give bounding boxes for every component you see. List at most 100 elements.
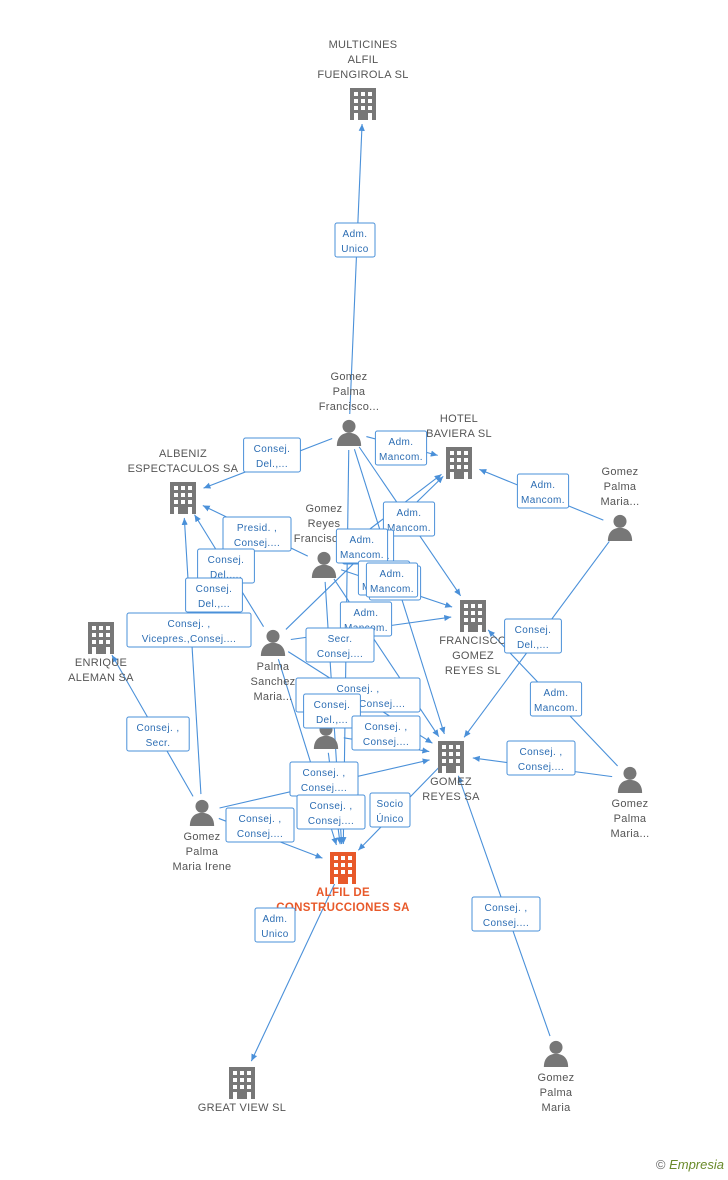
company-node-greatview[interactable]: GREAT VIEW SL xyxy=(198,1067,286,1114)
edge-label[interactable]: Consej. Del.,... xyxy=(185,577,243,613)
edge-label[interactable]: Consej. , Consej.... xyxy=(296,794,366,830)
edge-label[interactable]: Adm.Mancom. xyxy=(335,528,389,564)
edge-label-box xyxy=(185,577,243,613)
edge-label-text: Adm. xyxy=(343,229,368,240)
edge-label-text: Secr. xyxy=(328,634,353,645)
node-label: GOMEZ xyxy=(430,776,472,788)
edge-label[interactable]: Consej.Del.,... xyxy=(303,693,361,729)
edge-label-text: Mancom. xyxy=(521,495,565,506)
edge-label-text: Consej. xyxy=(208,555,245,566)
building-icon xyxy=(88,622,114,654)
footer: © Empresia xyxy=(656,1157,724,1172)
edge-label[interactable]: Adm.Unico xyxy=(334,222,376,258)
building-icon xyxy=(229,1067,255,1099)
edge-label-text: Consej. xyxy=(515,625,552,636)
building-icon xyxy=(446,447,472,479)
edge-label-text: Adm. xyxy=(389,437,414,448)
edge-label-text: Consej. xyxy=(196,584,233,595)
edge-label-text: Consej.... xyxy=(234,538,280,549)
edge-label-text: Socio xyxy=(376,799,403,810)
node-label: ALBENIZ xyxy=(159,448,207,460)
edge-label-text: Consej. , xyxy=(519,747,562,758)
person-node-p_gpmaria_r[interactable]: GomezPalmaMaria... xyxy=(610,766,649,840)
node-label: Reyes xyxy=(308,518,341,530)
edge-label[interactable]: Adm.Mancom. xyxy=(382,501,436,537)
node-label: ALFIL xyxy=(348,54,379,66)
node-label: Palma xyxy=(257,661,290,673)
edge-label-box xyxy=(369,792,411,828)
edge-label[interactable]: Adm.Mancom. xyxy=(365,562,419,598)
relation-edge-p_gpfrancisco-multicines xyxy=(349,123,365,415)
edge-label-box xyxy=(243,437,301,473)
edge-label[interactable]: Consej. ,Consej.... xyxy=(351,715,421,751)
edge-label-text: Mancom. xyxy=(370,584,414,595)
node-label: ALEMAN SA xyxy=(68,672,134,684)
building-icon xyxy=(170,482,196,514)
edge-label-box xyxy=(529,681,583,717)
person-node-p_palmasanchez[interactable]: PalmaSanchezMaria... xyxy=(251,629,296,703)
edge-label[interactable]: Consej. ,Consej.... xyxy=(506,740,576,776)
company-node-enrique[interactable]: ENRIQUE ALEMAN SA xyxy=(68,622,134,684)
person-node-p_gpfrancisco[interactable]: GomezPalmaFrancisco... xyxy=(319,371,379,446)
edge-label[interactable]: Adm.Mancom. xyxy=(516,473,570,509)
edge-label[interactable]: Consej.Del.,... xyxy=(243,437,301,473)
person-node-p_gpmaria_tr[interactable]: GomezPalmaMaria... xyxy=(600,466,639,541)
building-icon xyxy=(460,600,486,632)
edge-label-text: Consej.... xyxy=(237,829,283,840)
node-label: Gomez xyxy=(184,831,221,843)
company-node-multicines[interactable]: MULTICINES ALFIL FUENGIROLA SL xyxy=(317,39,408,120)
edge-label[interactable]: Consej. ,Consej.... xyxy=(225,807,295,843)
edge-label-text: Consej.... xyxy=(308,816,354,827)
edge-label-text: Adm. xyxy=(397,508,422,519)
node-label: Gomez xyxy=(538,1072,575,1084)
edge-label-box xyxy=(126,716,190,752)
brand-logo[interactable]: Empresia xyxy=(669,1157,724,1172)
node-label: Palma xyxy=(333,386,366,398)
node-label: Gomez xyxy=(612,798,649,810)
edge-label[interactable]: Consej. ,Vicepres.,Consej.... xyxy=(126,612,252,648)
node-label: ALFIL DE xyxy=(316,887,370,899)
edge-label[interactable]: Consej. ,Consej.... xyxy=(471,896,541,932)
node-label: MULTICINES xyxy=(329,39,398,51)
node-label: ESPECTACULOS SA xyxy=(128,463,239,475)
edge-label[interactable]: Consej. ,Secr. xyxy=(126,716,190,752)
company-node-albeniz[interactable]: ALBENIZ ESPECTACULOS SA xyxy=(128,448,239,514)
edge-label[interactable]: Presid. ,Consej.... xyxy=(222,516,292,552)
edge-label[interactable]: Adm.Mancom. xyxy=(374,430,428,466)
edge-label-text: Único xyxy=(376,812,404,825)
edge-label-box xyxy=(351,715,421,751)
edge-label-text: Del.,... xyxy=(198,599,230,610)
copyright-symbol: © xyxy=(655,1157,666,1172)
node-label: Maria... xyxy=(253,691,292,703)
node-label: Gomez xyxy=(306,503,343,515)
edge-label-box xyxy=(303,693,361,729)
node-label: ENRIQUE xyxy=(75,657,127,669)
building-icon xyxy=(350,88,376,120)
edge-label[interactable]: Consej.Del.,... xyxy=(504,618,562,654)
node-label: REYES SL xyxy=(445,665,501,677)
edge-label-text: Mancom. xyxy=(534,703,578,714)
edge-label-text: Mancom. xyxy=(340,550,384,561)
edge-label[interactable]: Secr.Consej.... xyxy=(305,627,375,663)
relation-edge-p_irene-albeniz xyxy=(181,517,202,795)
node-label: Maria xyxy=(541,1102,571,1114)
building-icon xyxy=(438,741,464,773)
edge-label[interactable]: Adm.Unico xyxy=(254,907,296,943)
node-label: Palma xyxy=(540,1087,573,1099)
edge-label-box xyxy=(471,896,541,932)
edge-label-text: Consej. , xyxy=(309,801,352,812)
node-label: FUENGIROLA SL xyxy=(317,69,408,81)
edge-label[interactable]: Consej. ,Consej.... xyxy=(289,761,359,797)
node-label: Gomez xyxy=(602,466,639,478)
edge-label-text: Consej. , xyxy=(302,768,345,779)
person-icon xyxy=(617,766,643,793)
edge-label-box xyxy=(305,627,375,663)
edge-label[interactable]: Adm.Mancom. xyxy=(529,681,583,717)
